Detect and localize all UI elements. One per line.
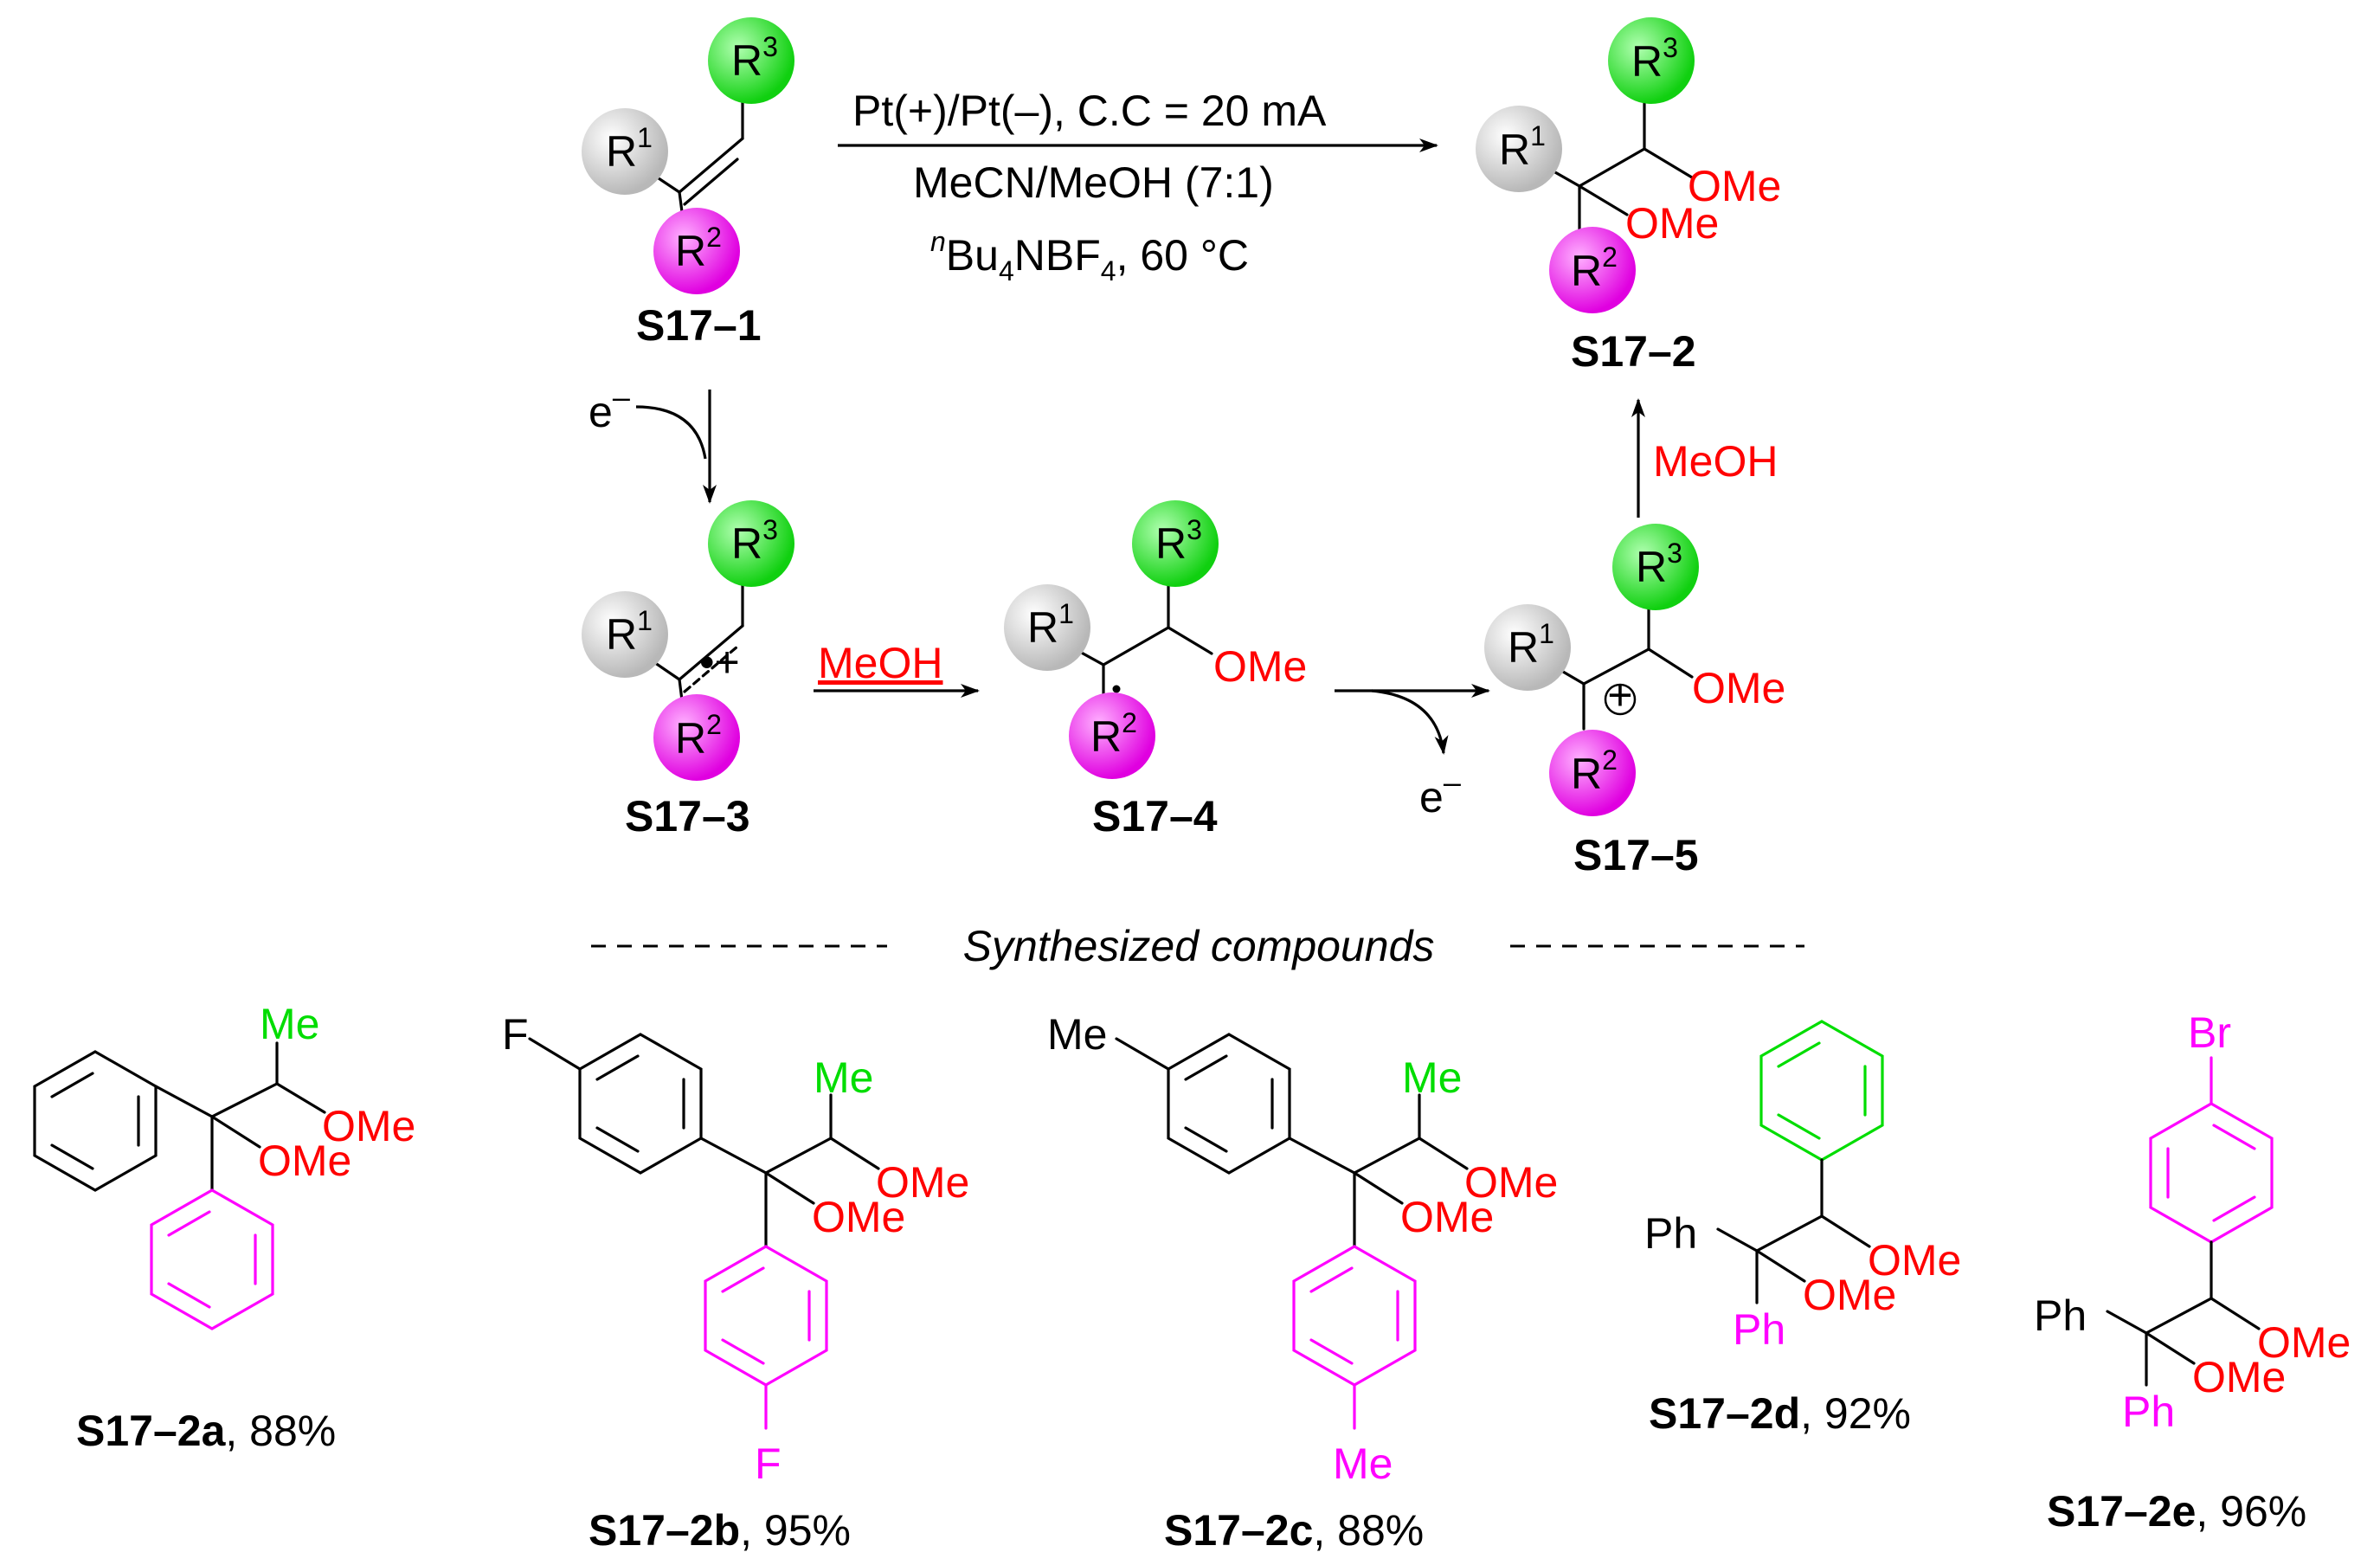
molecule-s17-1: R1 R2 R3 S17–1 [582, 17, 794, 350]
svg-text:OMe: OMe [812, 1193, 905, 1241]
compound-label: S17–2b, 95% [589, 1506, 851, 1555]
svg-text:OMe: OMe [2257, 1318, 2351, 1367]
condition-line-1: Pt(+)/Pt(–), C.C = 20 mA [852, 87, 1327, 135]
svg-text:F: F [502, 1010, 529, 1059]
compound-label: S17–2c, 88% [1164, 1506, 1424, 1555]
r2-sphere: R2 [1069, 692, 1155, 779]
svg-text:OMe: OMe [258, 1137, 351, 1185]
svg-text:R2: R2 [1571, 744, 1618, 798]
svg-text:OMe: OMe [876, 1158, 969, 1207]
r2-sphere: R2 [1549, 227, 1636, 313]
svg-text:Ph: Ph [1733, 1305, 1785, 1354]
svg-text:R2: R2 [675, 222, 722, 275]
r2-sphere: R2 [653, 694, 740, 781]
svg-text:OMe: OMe [1868, 1236, 1961, 1285]
svg-text:Me: Me [1402, 1053, 1462, 1102]
compound-label: S17–2e, 96% [2047, 1487, 2306, 1536]
svg-text:R3: R3 [731, 31, 778, 85]
svg-text:OMe: OMe [1464, 1158, 1558, 1207]
molecule-s17-5: + R1 R2 R3 OMe S17–5 [1484, 524, 1785, 879]
compound-s17-2e: Br Ph OMe OMe Ph S17–2e, 96% [2034, 1008, 2351, 1536]
r2-sphere: R2 [653, 208, 740, 294]
r3-sphere: R3 [708, 500, 794, 587]
main-reaction-arrow: Pt(+)/Pt(–), C.C = 20 mA MeCN/MeOH (7:1)… [838, 87, 1438, 287]
svg-text:•+: •+ [699, 638, 740, 686]
r1-sphere: R1 [1476, 106, 1562, 192]
svg-text:R2: R2 [675, 709, 722, 763]
compound-label: S17–2d, 92% [1649, 1389, 1911, 1438]
svg-text:OMe: OMe [1625, 199, 1719, 248]
label-s17-5: S17–5 [1573, 831, 1699, 879]
svg-text:Ph: Ph [2122, 1388, 2175, 1436]
arrow-s17-1-to-s17-3: e– [589, 379, 717, 504]
svg-text:R3: R3 [731, 514, 778, 568]
section-title: Synthesized compounds [963, 922, 1435, 970]
svg-text:OMe: OMe [1803, 1271, 1896, 1319]
svg-text:R2: R2 [1090, 707, 1137, 761]
label-s17-4: S17–4 [1092, 792, 1218, 840]
cation-symbol: + [1604, 671, 1637, 719]
molecule-s17-4: R1 R2 R3 OMe S17–4 [1004, 500, 1307, 840]
r1-sphere: R1 [582, 108, 668, 195]
svg-text:R1: R1 [1508, 618, 1554, 672]
svg-text:R2: R2 [1571, 242, 1618, 295]
svg-text:R1: R1 [606, 122, 653, 176]
compound-label: S17–2a, 88% [76, 1407, 336, 1455]
molecule-s17-3: R1 R2 R3 •+ S17–3 [582, 500, 794, 840]
r1-sphere: R1 [1484, 604, 1571, 691]
compound-s17-2c: Me Me OMe OMe Me S17–2c, 88% [1047, 1010, 1558, 1555]
svg-text:Me: Me [1047, 1010, 1107, 1059]
r1-sphere: R1 [582, 591, 668, 678]
svg-text:R3: R3 [1631, 32, 1678, 86]
svg-text:R1: R1 [1027, 598, 1074, 652]
r3-sphere: R3 [1608, 17, 1695, 104]
section-divider: Synthesized compounds [591, 922, 1804, 970]
r3-sphere: R3 [1612, 524, 1699, 610]
svg-text:Br: Br [2188, 1008, 2231, 1057]
svg-text:Me: Me [260, 1000, 319, 1048]
compound-s17-2a: Me OMe OMe S17–2a, 88% [33, 1000, 415, 1455]
svg-text:R3: R3 [1155, 514, 1202, 568]
svg-text:OMe: OMe [1400, 1193, 1494, 1241]
arrow-s17-5-to-s17-2: MeOH [1631, 398, 1778, 518]
label-s17-3: S17–3 [625, 792, 750, 840]
svg-text:e–: e– [589, 379, 630, 436]
r1-sphere: R1 [1004, 584, 1090, 671]
svg-text:e–: e– [1419, 764, 1461, 821]
svg-text:+: + [1607, 671, 1632, 719]
condition-line-3: nBu4NBF4, 60 °C [930, 226, 1249, 287]
r2-sphere: R2 [1549, 730, 1636, 816]
svg-text:R3: R3 [1636, 538, 1682, 591]
svg-text:Me: Me [1333, 1439, 1393, 1488]
condition-line-2: MeCN/MeOH (7:1) [913, 158, 1274, 207]
r3-sphere: R3 [1132, 500, 1219, 587]
svg-text:MeOH: MeOH [818, 639, 942, 687]
svg-text:Ph: Ph [1644, 1209, 1697, 1258]
svg-text:OMe: OMe [1688, 162, 1781, 210]
svg-text:F: F [755, 1439, 782, 1488]
svg-text:OMe: OMe [322, 1102, 415, 1150]
label-s17-1: S17–1 [636, 301, 762, 350]
label-s17-2: S17–2 [1571, 327, 1696, 376]
compound-s17-2b: F Me OMe OMe F S17–2b, 95% [502, 1010, 969, 1555]
svg-text:OMe: OMe [2192, 1353, 2286, 1401]
svg-text:OMe: OMe [1213, 642, 1307, 691]
arrow-s17-4-to-s17-5: e– [1335, 684, 1490, 821]
svg-text:Me: Me [814, 1053, 873, 1102]
svg-text:MeOH: MeOH [1653, 437, 1778, 486]
svg-text:Ph: Ph [2034, 1291, 2087, 1340]
molecule-s17-2: R1 R2 R3 OMe OMe S17–2 [1476, 17, 1781, 376]
svg-text:OMe: OMe [1692, 664, 1785, 712]
arrow-s17-3-to-s17-4: MeOH [814, 639, 980, 698]
svg-text:R1: R1 [606, 605, 653, 659]
r3-sphere: R3 [708, 17, 794, 104]
compound-s17-2d: Ph OMe OMe Ph S17–2d, 92% [1644, 1020, 1961, 1438]
svg-text:R1: R1 [1499, 120, 1546, 174]
